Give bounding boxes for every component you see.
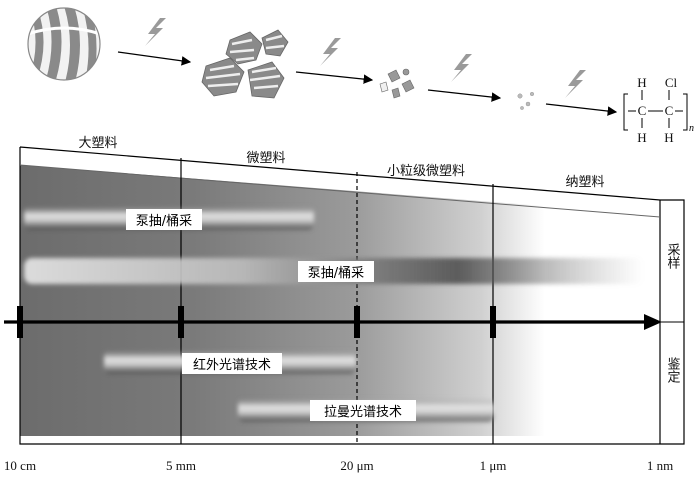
method-label: 泵抽/桶采	[308, 266, 364, 281]
degradation-sequence: H Cl C C H H n	[27, 7, 694, 145]
gray-gradient-band	[20, 165, 660, 436]
degradation-arrow	[295, 71, 374, 84]
axis-tick-marks	[17, 306, 496, 338]
atom-c: C	[665, 103, 674, 118]
plastic-ball-icon	[27, 7, 101, 81]
scale-diagram: 大塑料 微塑料 小粒级微塑料 纳塑料 采样 鉴定 泵抽/桶采 泵抽/桶采 红外光…	[4, 136, 685, 473]
identification-label: 鉴定	[665, 357, 681, 384]
lightning-icon	[565, 70, 586, 98]
plastic-fragments-icon	[201, 29, 289, 99]
atom-h: H	[637, 130, 646, 145]
scale-tick-1um: 1 μm	[480, 458, 507, 473]
lightning-icon	[451, 54, 472, 82]
scale-tick-5mm: 5 mm	[166, 458, 196, 473]
category-label-small-micro: 小粒级微塑料	[387, 164, 465, 179]
atom-cl: Cl	[665, 75, 678, 90]
degradation-arrow	[545, 103, 618, 116]
atom-h: H	[664, 130, 673, 145]
lightning-icon	[320, 38, 341, 66]
polymer-subscript: n	[689, 123, 694, 134]
atom-c: C	[638, 103, 647, 118]
scale-tick-20um: 20 μm	[340, 458, 373, 473]
method-label: 拉曼光谱技术	[324, 405, 402, 420]
method-bar-raman-spectroscopy: 拉曼光谱技术	[238, 398, 494, 422]
pvc-structural-formula: H Cl C C H H n	[623, 75, 694, 145]
sampling-label: 采样	[665, 243, 681, 269]
nanoplastic-particles-icon	[517, 91, 535, 110]
method-label: 红外光谱技术	[193, 357, 271, 373]
scale-tick-1nm: 1 nm	[647, 458, 673, 473]
category-label-nano: 纳塑料	[565, 175, 604, 190]
scale-tick-10cm: 10 cm	[4, 458, 36, 473]
category-label-macro: 大塑料	[78, 136, 117, 151]
microplastic-particles-icon	[379, 68, 415, 99]
atom-h: H	[637, 75, 646, 90]
method-bar-ir-spectroscopy: 红外光谱技术	[104, 350, 356, 374]
degradation-arrow	[427, 89, 502, 102]
method-bar-pump-bucket-2: 泵抽/桶采	[24, 258, 644, 284]
degradation-arrow	[117, 51, 192, 66]
lightning-icon	[145, 18, 166, 46]
method-bar-pump-bucket-1: 泵抽/桶采	[24, 206, 314, 230]
category-label-micro: 微塑料	[246, 151, 285, 166]
method-label: 泵抽/桶采	[136, 214, 192, 229]
